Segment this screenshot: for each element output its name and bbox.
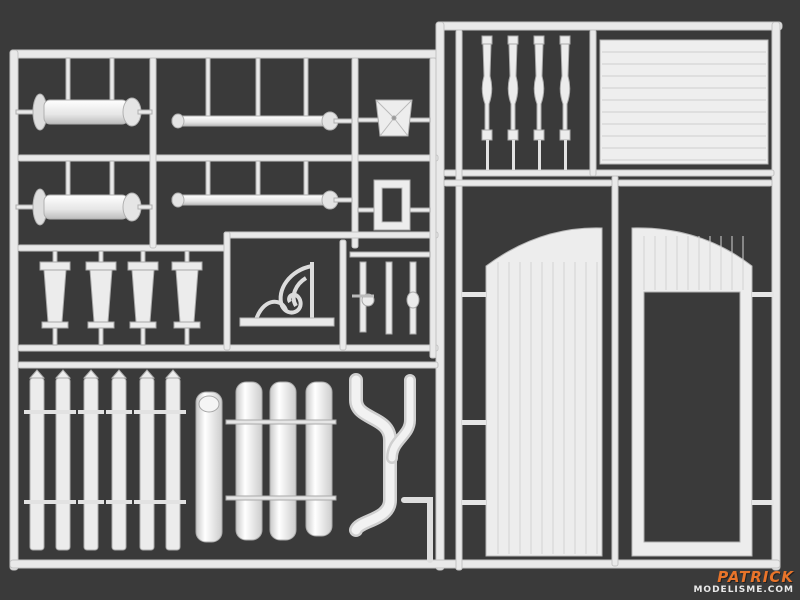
picket [160, 369, 186, 551]
watermark-brand-bottom: MODELISME.COM [693, 585, 794, 595]
baluster [481, 35, 493, 170]
picket [106, 369, 132, 551]
small-posts [349, 251, 431, 335]
column-parts [195, 381, 337, 543]
baluster [507, 35, 519, 170]
fence-pickets [24, 369, 186, 551]
picket [50, 369, 76, 551]
bollard-parts [15, 57, 153, 226]
bucket-parts [39, 250, 203, 346]
baluster-parts [481, 35, 571, 170]
baluster [533, 35, 545, 170]
picket [78, 369, 104, 551]
small-square-parts [357, 99, 431, 231]
ornamental-bracket [239, 262, 335, 327]
plank-panel [599, 39, 769, 165]
long-rods [171, 57, 353, 210]
watermark-brand-top: PATRICK [717, 568, 794, 586]
picket [134, 369, 160, 551]
drain-pipes [349, 373, 433, 563]
baluster [559, 35, 571, 170]
arched-door [462, 227, 603, 557]
brand-watermark: PATRICK MODELISME.COM [682, 570, 794, 596]
picket [24, 369, 50, 551]
sprue-frame [9, 21, 783, 571]
arched-door-frame [631, 227, 774, 557]
